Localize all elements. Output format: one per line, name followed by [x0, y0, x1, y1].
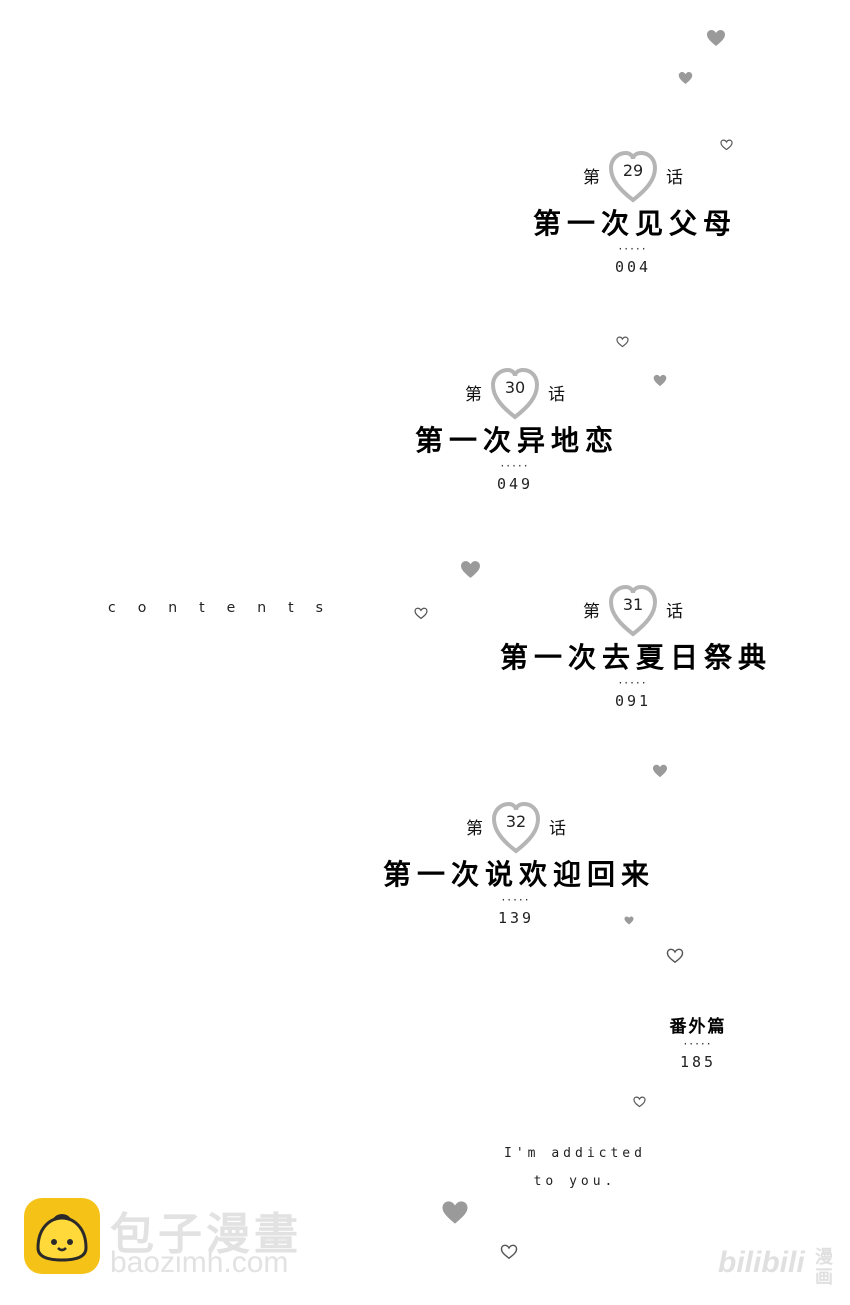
chapter-page-number: 049 [496, 475, 534, 493]
dot-separator: ····· [618, 242, 648, 256]
chapter-number: 30 [504, 378, 526, 397]
heart-outline-icon [666, 948, 684, 964]
heart-outline-icon [633, 1096, 646, 1108]
extra-page-number: 185 [679, 1053, 717, 1071]
chapter-entry-32[interactable]: 第 32 话 第一次说欢迎回来 ····· 139 [383, 801, 649, 927]
chapter-page-number: 139 [497, 909, 535, 927]
chapter-title: 第一次异地恋 [415, 424, 620, 457]
heart-filled-icon [653, 764, 667, 778]
dot-separator: ····· [500, 459, 530, 473]
tagline: I'm addicted to you. [495, 1140, 655, 1196]
chapter-title: 第一次说欢迎回来 [383, 858, 656, 891]
baozimh-brand-text: 包子漫畫 [110, 1209, 302, 1260]
chapter-number: 32 [505, 812, 527, 831]
chapter-entry-29[interactable]: 第 29 话 第一次见父母 ····· 004 [533, 150, 733, 276]
heart-filled-icon [442, 1201, 468, 1224]
dot-separator: ····· [618, 676, 648, 690]
heart-outline-icon [491, 801, 541, 854]
tagline-line-1: I'm addicted [504, 1146, 646, 1161]
contents-label: contents [108, 600, 345, 616]
extra-chapter-entry[interactable]: 番外篇 ····· 185 [648, 1012, 748, 1071]
heart-outline-icon [490, 367, 540, 420]
extra-chapter-title: 番外篇 [669, 1017, 727, 1037]
chapter-number: 31 [622, 595, 644, 614]
heart-outline-icon [608, 150, 658, 203]
heart-filled-icon [461, 561, 480, 578]
heart-outline-icon [616, 336, 629, 348]
chapter-title: 第一次去夏日祭典 [500, 641, 773, 674]
chapter-suffix: 话 [666, 168, 683, 188]
chapter-entry-30[interactable]: 第 30 话 第一次异地恋 ····· 049 [415, 367, 615, 493]
heart-outline-icon [720, 139, 733, 151]
tagline-line-2: to you. [533, 1174, 617, 1189]
dot-separator: ····· [501, 893, 531, 907]
chapter-page-number: 004 [614, 258, 652, 276]
chapter-number-group: 第 32 话 [446, 801, 586, 863]
heart-outline-icon [414, 607, 428, 620]
heart-outline-icon [500, 1244, 518, 1260]
baozimh-url-text: baozimh.com [110, 1246, 289, 1279]
heart-filled-icon [653, 374, 667, 387]
bilibili-manhua-text: 漫画 [815, 1247, 833, 1288]
chapter-suffix: 话 [666, 602, 683, 622]
chapter-suffix: 话 [549, 819, 566, 839]
bilibili-logo-text: bilibili [718, 1246, 805, 1279]
heart-outline-icon [608, 584, 658, 637]
heart-filled-icon [624, 916, 634, 925]
chapter-number-group: 第 31 话 [563, 584, 703, 646]
chapter-prefix: 第 [583, 602, 600, 622]
chapter-title: 第一次见父母 [533, 207, 738, 240]
chapter-prefix: 第 [583, 168, 600, 188]
baozimh-logo-icon [24, 1198, 100, 1274]
chapter-number: 29 [622, 161, 644, 180]
chapter-prefix: 第 [466, 819, 483, 839]
heart-filled-icon [707, 30, 725, 46]
heart-filled-icon [678, 72, 693, 84]
chapter-number-group: 第 29 话 [563, 150, 703, 212]
chapter-page-number: 091 [614, 692, 652, 710]
dot-separator: ····· [683, 1037, 713, 1051]
chapter-entry-31[interactable]: 第 31 话 第一次去夏日祭典 ····· 091 [500, 584, 766, 710]
chapter-number-group: 第 30 话 [445, 367, 585, 429]
chapter-suffix: 话 [548, 385, 565, 405]
chapter-prefix: 第 [465, 385, 482, 405]
